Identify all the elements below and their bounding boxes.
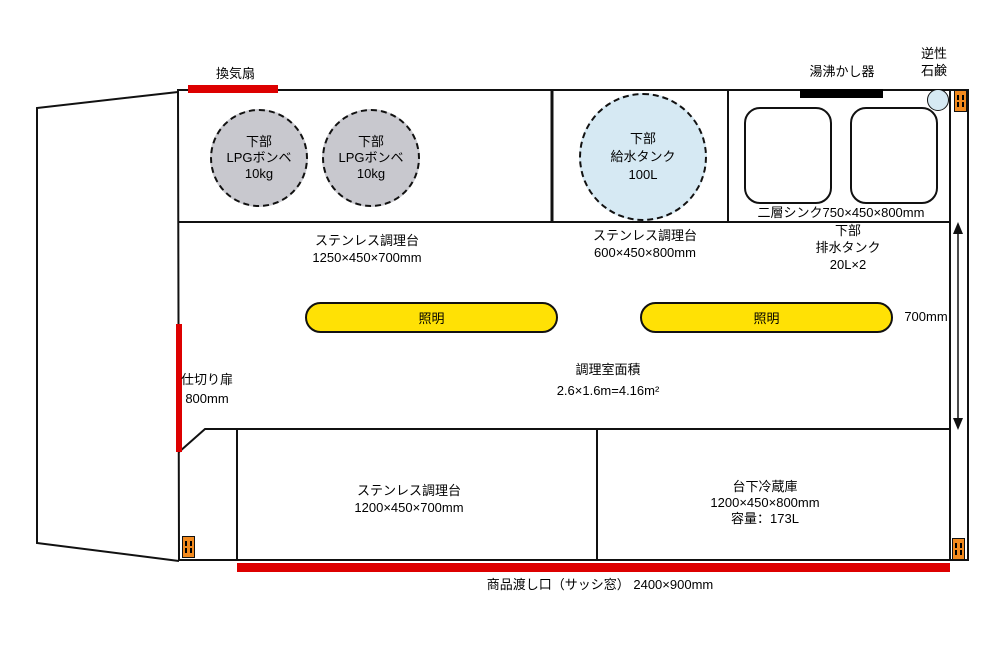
- water-heater-label: 湯沸かし器: [809, 64, 875, 79]
- partition-door-bar: [176, 324, 182, 452]
- outlet-icon: [954, 90, 967, 112]
- lpg-tank-circle: 下部 LPGボンベ 10kg: [322, 109, 420, 207]
- sink-label: 二層シンク750×450×800mm: [757, 205, 925, 220]
- sink-basin: [744, 107, 832, 204]
- light-fixture: 照明: [640, 302, 893, 333]
- cab-outline: [36, 91, 180, 562]
- water-heater-bar: [800, 89, 883, 98]
- aisle-width-label: 700mm: [904, 309, 948, 324]
- outlet-icon: [182, 536, 195, 558]
- vent-fan-label: 換気扇: [215, 66, 255, 81]
- outlet-icon: [952, 538, 965, 560]
- lpg-tank-circle: 下部 LPGボンベ 10kg: [210, 109, 308, 207]
- service-window-bar: [237, 563, 950, 572]
- counter-bottom-label: ステンレス調理台 1200×450×700mm: [354, 483, 464, 515]
- counter-mid-label: ステンレス調理台 600×450×800mm: [592, 228, 697, 260]
- vent-fan-bar: [188, 85, 278, 93]
- service-window-label: 商品渡し口（サッシ窓） 2400×900mm: [486, 577, 714, 592]
- height-dimension-arrow: [953, 222, 963, 430]
- soap-dispenser-circle: [927, 89, 949, 111]
- sink-basin: [850, 107, 938, 204]
- fridge-label: 台下冷蔵庫 1200×450×800mm 容量：173L: [710, 479, 820, 526]
- bottom-counter-edge: [178, 428, 950, 453]
- kitchen-area-label: 調理室面積 2.6×1.6m=4.16m²: [556, 362, 660, 398]
- partition-door-label: 仕切り扉 800mm: [180, 372, 233, 406]
- counter-left-label: ステンレス調理台 1250×450×700mm: [312, 233, 422, 265]
- soap-label: 逆性 石鹸: [920, 46, 947, 78]
- light-fixture: 照明: [305, 302, 558, 333]
- water-supply-tank-circle: 下部 給水タンク 100L: [579, 93, 707, 221]
- drain-tank-label: 下部 排水タンク 20L×2: [815, 223, 881, 272]
